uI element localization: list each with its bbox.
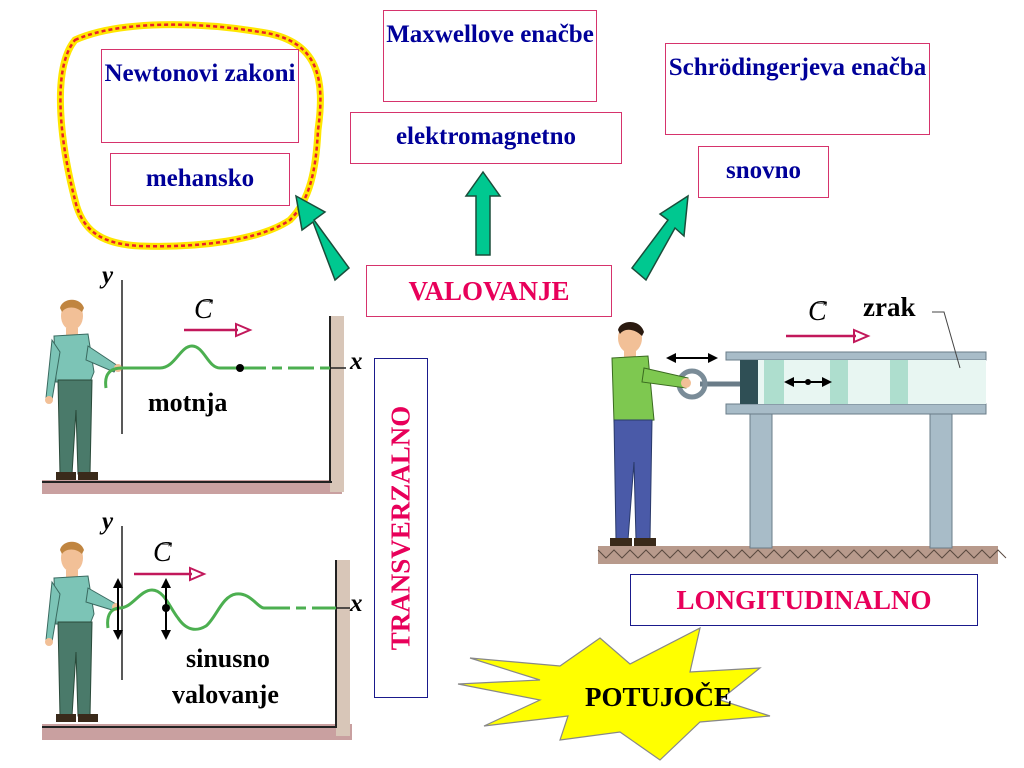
velocity-letter: C [194,294,213,325]
zrak-label: zrak [863,292,916,322]
table-leg [929,411,953,549]
velocity-symbol: → C [808,290,830,328]
valovanje-sub-label: valovanje [172,680,279,709]
floor [42,480,342,494]
y-axis-label: y [102,508,114,535]
person-icon [45,299,122,480]
compression-zone [830,360,848,404]
panel-pulse [42,280,346,494]
x-axis-label: x [350,590,363,617]
table-leg [749,411,773,549]
longitudinalno-label: LONGITUDINALNO [676,585,932,615]
maxwell-box: Maxwellove enačbe [383,10,597,102]
transverzalno-box: TRANSVERZALNO [374,358,428,698]
arrow-to-mehansko [294,194,351,282]
compression-zone [764,360,784,404]
vector-arrow-icon: → [198,288,216,308]
person-icon [45,541,120,722]
person-icon [610,322,691,546]
marker-point [236,364,244,372]
sinusno-label: sinusno [186,644,270,673]
schrodinger-box: Schrödingerjeva enačba [665,43,930,135]
ground [598,546,998,564]
mehansko-box: mehansko [110,153,290,206]
double-arrow-icon [784,377,832,387]
valovanje-box: VALOVANJE [366,265,612,317]
arrow-to-elektromagnetno [464,170,502,256]
transverzalno-label: TRANSVERZALNO [385,405,416,651]
compression-zone [890,360,908,404]
oscillation-arrow [113,578,123,640]
snovno-label: snovno [725,157,802,184]
valovanje-label: VALOVANJE [408,276,570,306]
wall [330,316,344,492]
y-axis-label: y [102,262,114,289]
sine-rope [106,588,265,631]
velocity-symbol: → C [194,288,216,326]
vector-arrow-icon: → [812,290,830,310]
snovno-box: snovno [698,146,829,198]
double-arrow-icon [666,353,718,363]
wall [336,560,350,736]
velocity-letter: C [153,537,172,568]
newton-label: Newtonovi zakoni [104,60,296,87]
oscillation-arrow [161,578,171,640]
panel-longitudinal [597,311,1007,564]
elektromagnetno-box: elektromagnetno [350,112,622,164]
highlight-outline-red [59,23,322,248]
panel-sine [42,526,352,740]
mehansko-label: mehansko [145,165,255,192]
velocity-letter: C [808,296,827,327]
pulse-rope [104,344,240,389]
x-axis-label: x [350,348,363,375]
potujoce-label: POTUJOČE [585,682,733,712]
elektromagnetno-label: elektromagnetno [395,123,577,150]
piston [740,360,758,404]
newton-box: Newtonovi zakoni [101,49,299,143]
arrow-to-snovno [630,194,689,282]
schrodinger-label: Schrödingerjeva enačba [668,54,927,81]
vector-arrow-icon: → [157,531,175,551]
velocity-symbol: → C [153,531,175,569]
motnja-label: motnja [148,388,228,417]
starburst-shape [457,626,771,761]
longitudinalno-box: LONGITUDINALNO [630,574,978,626]
maxwell-label: Maxwellove enačbe [386,21,594,48]
